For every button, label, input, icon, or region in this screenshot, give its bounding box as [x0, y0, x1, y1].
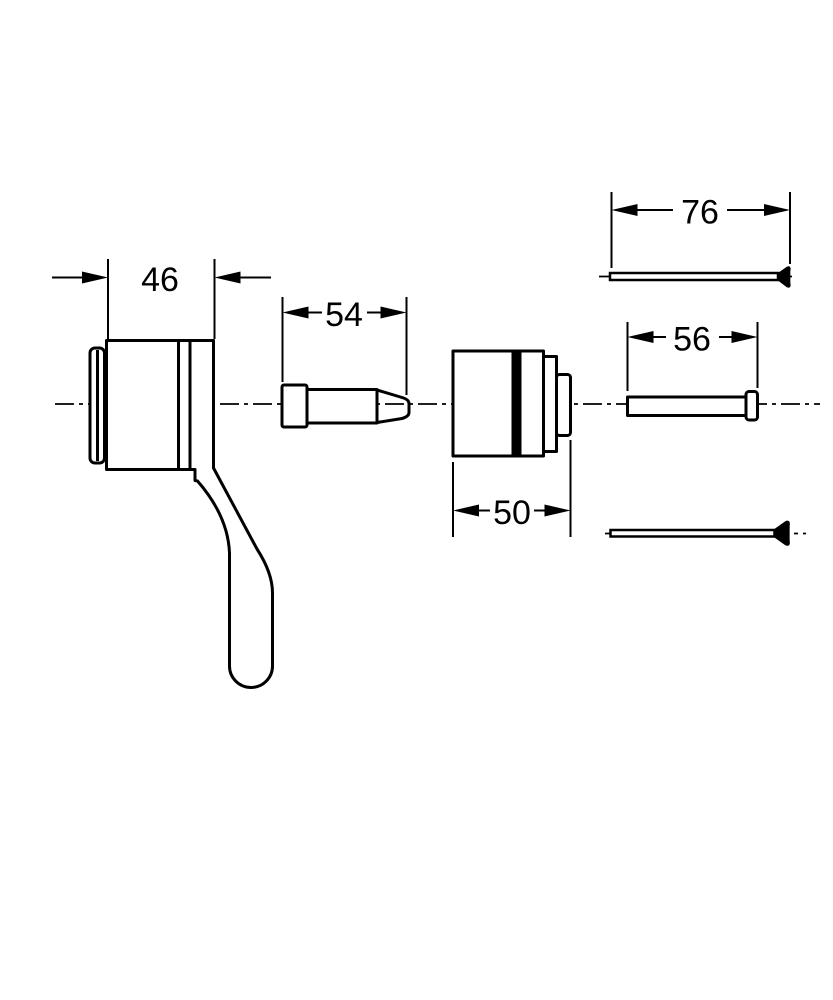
spindle-adapter-part — [280, 383, 411, 429]
dimension-46-label: 46 — [141, 261, 179, 299]
cartridge-main-cylinder — [451, 349, 545, 458]
lower-screw-part — [609, 520, 790, 546]
spindle-cone-tip — [376, 388, 411, 424]
cartridge-part — [451, 349, 572, 458]
dimension-54-label: 54 — [325, 296, 363, 334]
arrow-left-icon — [282, 306, 309, 319]
arrow-right-icon — [731, 331, 758, 343]
lever-handle-part — [88, 339, 274, 689]
long-screw-shaft — [608, 271, 780, 282]
lower-screw-shaft — [609, 528, 776, 538]
arrow-right-icon — [380, 306, 407, 319]
dimension-76-extension-lines — [610, 192, 791, 268]
lower-screw-countersunk-head — [774, 520, 790, 546]
dimension-54: 54 — [281, 296, 408, 395]
dimension-56: 56 — [626, 321, 759, 391]
cartridge-end-ring — [555, 373, 572, 437]
dimension-46-extension-lines — [107, 259, 216, 339]
dimension-46: 46 — [52, 259, 271, 339]
arrow-left-icon — [453, 504, 479, 517]
cartridge-oring-seal — [511, 351, 522, 456]
dimension-56-extension-lines — [626, 322, 759, 391]
dimension-50-label: 50 — [493, 494, 531, 532]
short-screw-pan-head — [744, 390, 759, 422]
arrow-right-icon — [764, 204, 790, 216]
long-screw-countersunk-head — [777, 266, 791, 288]
cartridge-step-ring — [542, 355, 558, 453]
handle-body-band-lines — [177, 340, 192, 470]
dimension-50: 50 — [452, 440, 572, 537]
short-screw-shaft — [626, 395, 748, 417]
arrow-left-icon — [627, 331, 654, 343]
dimension-50-extension-lines — [452, 440, 572, 537]
handle-body-and-lever-outline — [105, 339, 274, 689]
dimension-54-extension-lines — [281, 297, 408, 395]
arrow-right-icon — [544, 504, 571, 517]
spindle-head — [280, 383, 309, 429]
long-screw-part — [608, 266, 791, 288]
arrow-left-icon — [214, 271, 241, 284]
arrow-left-icon — [611, 204, 638, 216]
dimension-76: 76 — [610, 192, 791, 268]
spindle-body — [305, 388, 379, 425]
arrow-right-icon — [82, 271, 108, 284]
dimension-56-label: 56 — [673, 321, 711, 359]
short-screw-part — [626, 390, 759, 422]
dimension-76-label: 76 — [681, 194, 719, 232]
